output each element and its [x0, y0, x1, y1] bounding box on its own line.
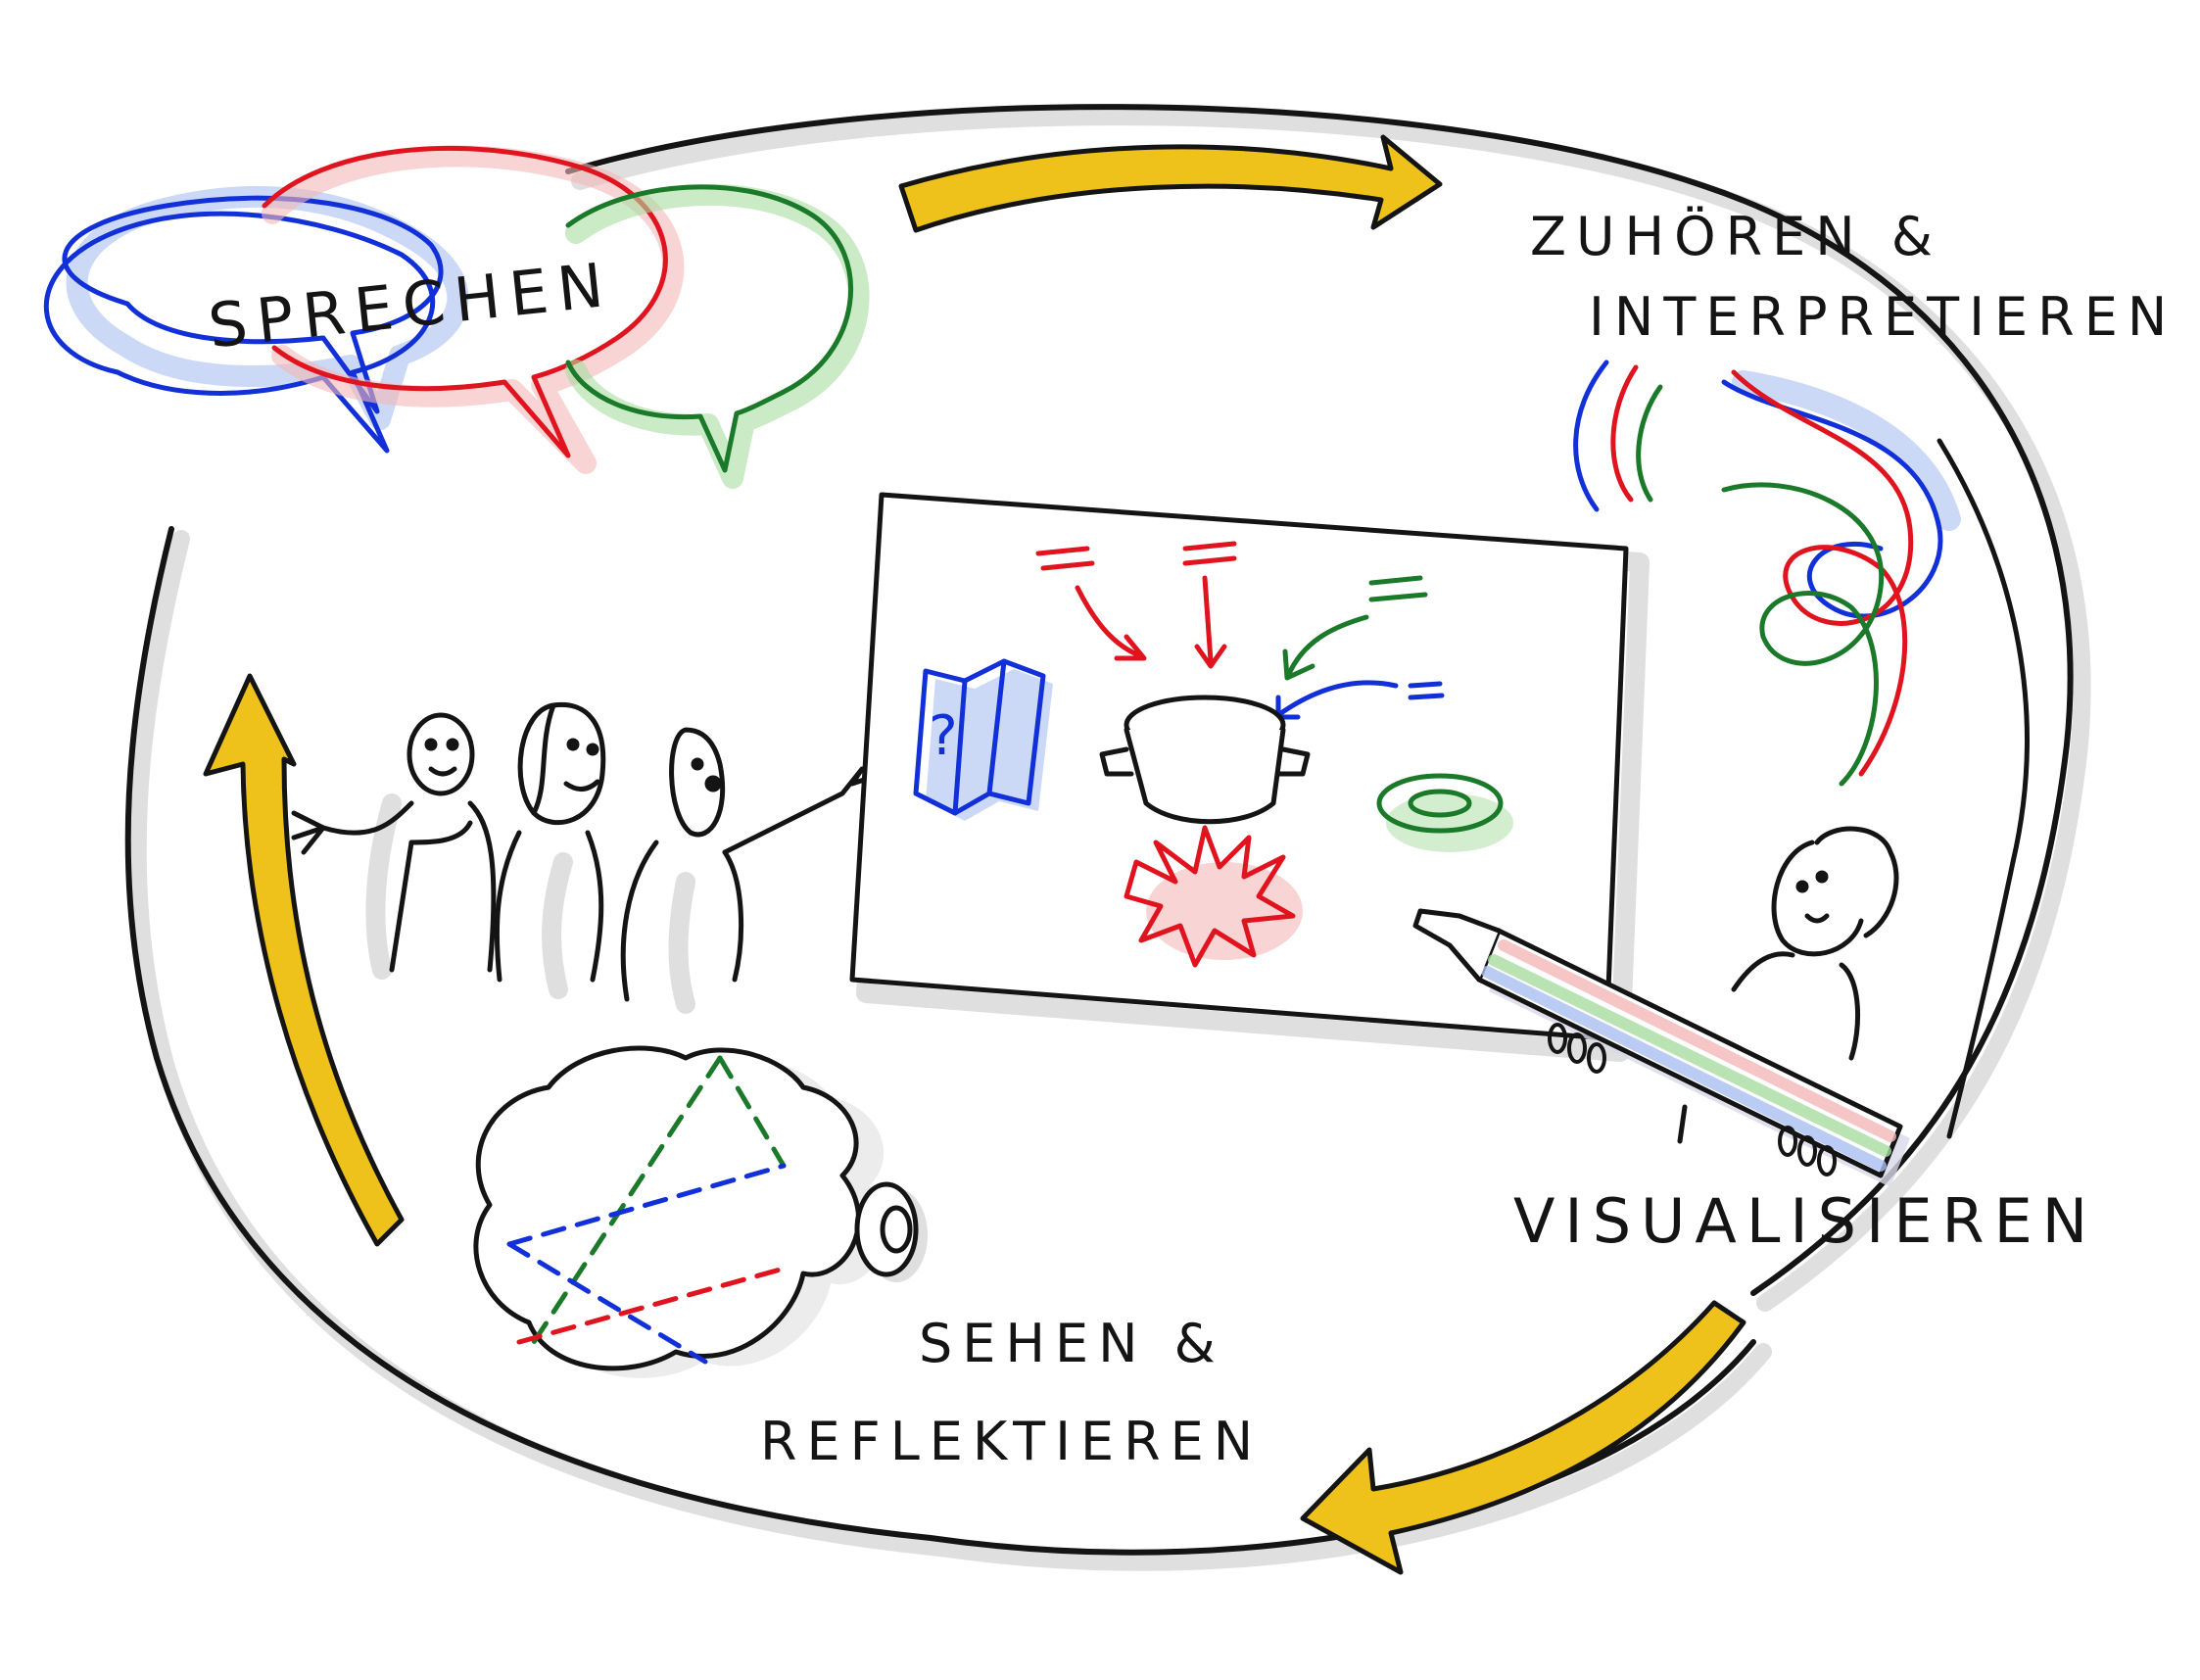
listener-person-icon	[1677, 826, 1899, 1144]
label-interpretieren: INTERPRETIEREN	[1589, 286, 2177, 348]
spiral-icon	[1376, 773, 1513, 852]
label-sehen: SEHEN &	[919, 1313, 1225, 1374]
brain-icon	[473, 1045, 886, 1378]
speech-bubbles-icon	[43, 145, 870, 489]
cycle-arrow-icon	[203, 134, 1746, 1575]
label-zuhoeren: ZUHÖREN &	[1530, 206, 1942, 267]
fire-icon	[1124, 825, 1303, 968]
cooking-pot-icon	[1099, 695, 1311, 825]
label-visualisieren: VISUALISIEREN	[1513, 1185, 2098, 1257]
thought-swirl-icon	[1573, 360, 1961, 787]
eye-icon	[854, 1181, 928, 1282]
map-icon: ?	[913, 658, 1053, 821]
input-arrows	[1035, 541, 1445, 720]
people-group-icon	[291, 701, 885, 1014]
label-reflektieren: REFLEKTIEREN	[760, 1411, 1264, 1472]
map-question-mark: ?	[929, 704, 958, 768]
marker-pen-icon	[1412, 908, 1910, 1187]
